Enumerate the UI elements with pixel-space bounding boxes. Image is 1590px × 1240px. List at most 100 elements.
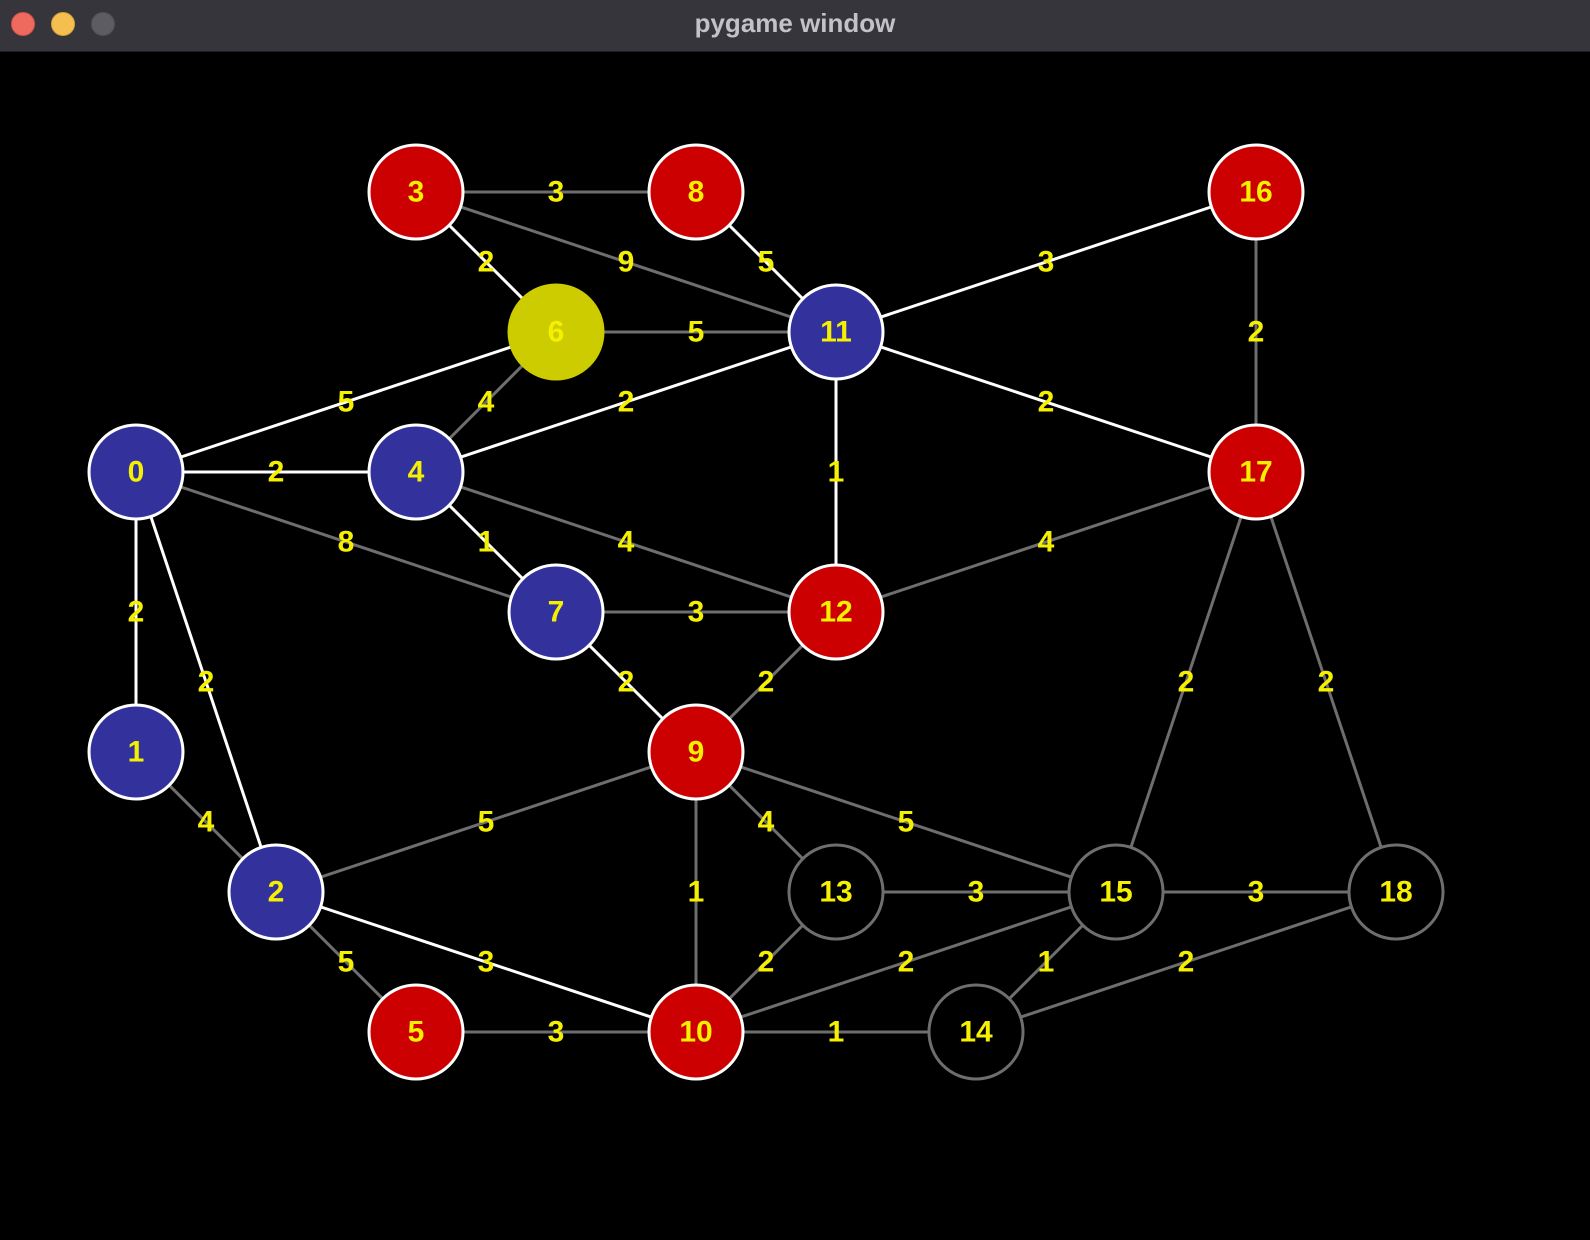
node-label-12: 12 — [819, 596, 852, 629]
node-15[interactable]: 15 — [1067, 843, 1165, 941]
node-6[interactable]: 6 — [507, 283, 605, 381]
node-circle-18[interactable] — [1347, 843, 1445, 941]
node-7[interactable]: 7 — [507, 563, 605, 661]
edge-17-18 — [1254, 471, 1398, 893]
node-12[interactable]: 12 — [787, 563, 885, 661]
node-label-17: 17 — [1239, 456, 1272, 489]
node-label-4: 4 — [408, 456, 425, 489]
node-circle-5[interactable] — [367, 983, 465, 1081]
edge-weight-4-6: 4 — [478, 386, 495, 419]
edge-weight-8-11: 5 — [758, 246, 775, 279]
node-1[interactable]: 1 — [87, 703, 185, 801]
edge-14-18 — [975, 890, 1397, 1034]
edge-0-7 — [135, 470, 557, 614]
node-14[interactable]: 14 — [927, 983, 1025, 1081]
node-label-14: 14 — [959, 1016, 993, 1049]
node-label-10: 10 — [679, 1016, 712, 1049]
node-label-5: 5 — [408, 1016, 425, 1049]
edge-0-6 — [135, 330, 557, 474]
edge-weight-15-17: 2 — [1178, 666, 1195, 699]
edge-weight-2-9: 5 — [478, 806, 495, 839]
close-window-button[interactable] — [11, 12, 35, 36]
edge-weight-6-11: 5 — [688, 316, 705, 349]
edge-weight-11-12: 1 — [828, 456, 845, 489]
node-label-8: 8 — [688, 176, 705, 209]
node-label-0: 0 — [128, 456, 145, 489]
edge-weight-4-11: 2 — [618, 386, 635, 419]
edge-12-17 — [835, 470, 1257, 614]
edge-weight-0-6: 5 — [338, 386, 355, 419]
edge-2-10 — [275, 890, 697, 1034]
node-9[interactable]: 9 — [647, 703, 745, 801]
edge-weight-12-17: 4 — [1038, 526, 1055, 559]
node-circle-7[interactable] — [507, 563, 605, 661]
node-circle-4[interactable] — [367, 423, 465, 521]
node-label-11: 11 — [820, 316, 852, 349]
title-bar[interactable]: pygame window — [0, 0, 1590, 52]
window-title: pygame window — [694, 8, 896, 38]
edge-11-16 — [835, 190, 1257, 334]
node-label-18: 18 — [1379, 876, 1412, 909]
node-10[interactable]: 10 — [647, 983, 745, 1081]
edge-0-2 — [134, 471, 278, 893]
node-circle-1[interactable] — [87, 703, 185, 801]
node-circle-16[interactable] — [1207, 143, 1305, 241]
edge-weight-7-12: 3 — [688, 596, 705, 629]
node-2[interactable]: 2 — [227, 843, 325, 941]
node-3[interactable]: 3 — [367, 143, 465, 241]
edge-weight-9-10: 1 — [688, 876, 705, 909]
edge-weight-7-9: 2 — [618, 666, 635, 699]
node-8[interactable]: 8 — [647, 143, 745, 241]
edge-weight-14-18: 2 — [1178, 946, 1195, 979]
node-circle-12[interactable] — [787, 563, 885, 661]
node-circle-13[interactable] — [787, 843, 885, 941]
node-circle-6[interactable] — [507, 283, 605, 381]
edge-4-11 — [415, 330, 837, 474]
edge-weight-13-15: 3 — [968, 876, 985, 909]
edge-2-9 — [275, 750, 697, 894]
edge-weight-0-4: 2 — [268, 456, 285, 489]
node-4[interactable]: 4 — [367, 423, 465, 521]
node-label-3: 3 — [408, 176, 425, 209]
node-0[interactable]: 0 — [87, 423, 185, 521]
zoom-window-button[interactable] — [91, 12, 115, 36]
edge-weight-3-6: 2 — [478, 246, 495, 279]
node-11[interactable]: 11 — [787, 283, 885, 381]
edge-weight-11-17: 2 — [1038, 386, 1055, 419]
node-circle-2[interactable] — [227, 843, 325, 941]
node-18[interactable]: 18 — [1347, 843, 1445, 941]
node-label-16: 16 — [1239, 176, 1272, 209]
edge-4-12 — [415, 470, 837, 614]
node-5[interactable]: 5 — [367, 983, 465, 1081]
edge-weight-9-15: 5 — [898, 806, 915, 839]
node-circle-10[interactable] — [647, 983, 745, 1081]
node-13[interactable]: 13 — [787, 843, 885, 941]
minimize-window-button[interactable] — [51, 12, 75, 36]
edge-weight-0-1: 2 — [128, 596, 145, 629]
edge-weight-15-18: 3 — [1248, 876, 1265, 909]
node-circle-11[interactable] — [787, 283, 885, 381]
node-circle-0[interactable] — [87, 423, 185, 521]
edge-15-17 — [1114, 471, 1258, 893]
node-label-6: 6 — [548, 316, 565, 349]
edge-weight-10-13: 2 — [758, 946, 775, 979]
edge-weight-9-12: 2 — [758, 666, 775, 699]
node-label-13: 13 — [819, 876, 852, 909]
edge-layer — [134, 190, 1398, 1034]
node-circle-8[interactable] — [647, 143, 745, 241]
edge-weight-0-2: 2 — [198, 666, 215, 699]
edge-weight-4-12: 4 — [618, 526, 635, 559]
node-16[interactable]: 16 — [1207, 143, 1305, 241]
edge-weight-1-2: 4 — [198, 806, 215, 839]
node-circle-14[interactable] — [927, 983, 1025, 1081]
node-17[interactable]: 17 — [1207, 423, 1305, 521]
node-circle-15[interactable] — [1067, 843, 1165, 941]
node-circle-17[interactable] — [1207, 423, 1305, 521]
edge-weight-14-15: 1 — [1038, 946, 1055, 979]
node-circle-9[interactable] — [647, 703, 745, 801]
node-circle-3[interactable] — [367, 143, 465, 241]
